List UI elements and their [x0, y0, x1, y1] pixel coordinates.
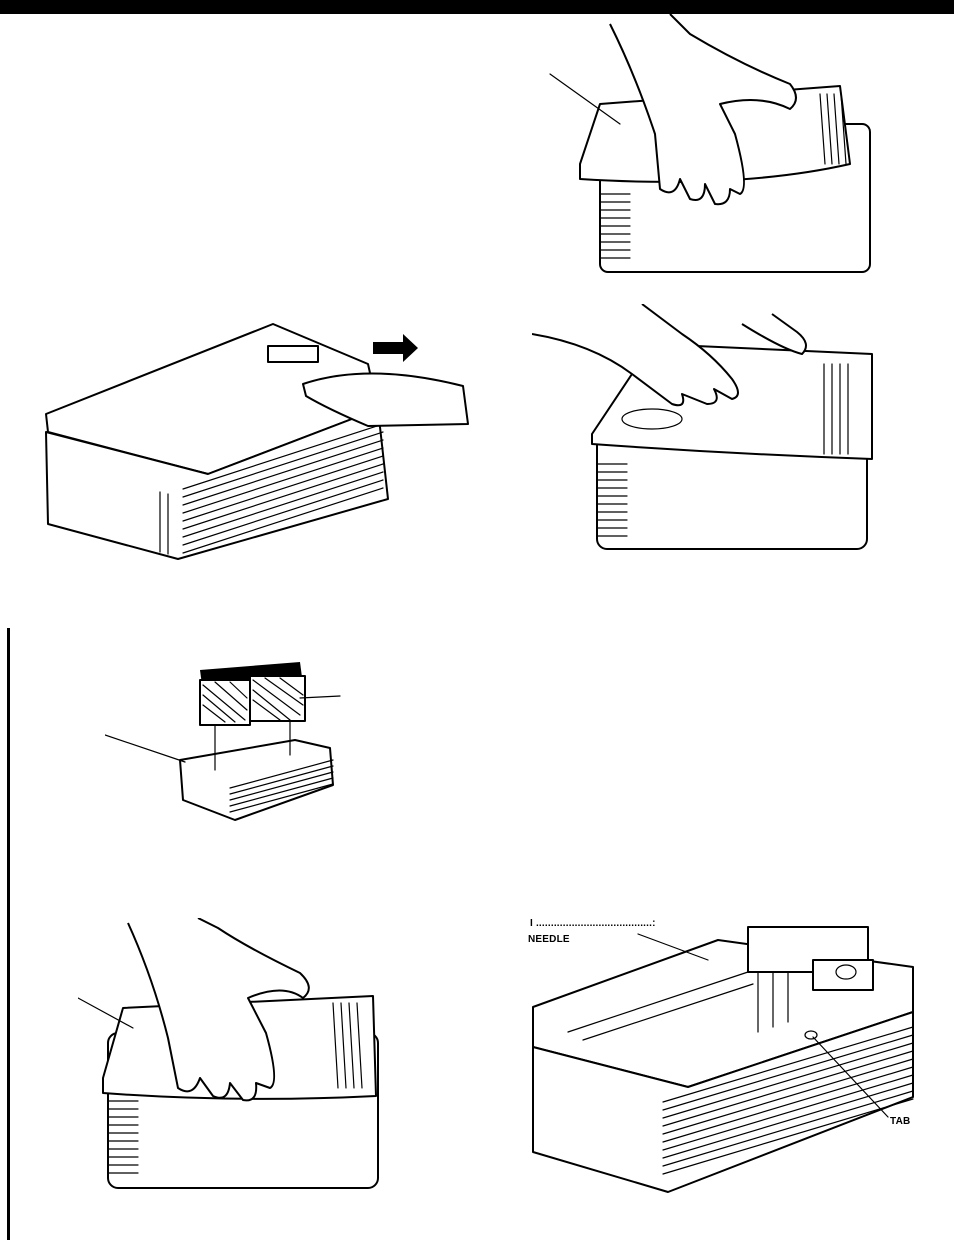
figure-lid-slide-left	[38, 314, 478, 564]
figure-lid-press-top-right	[540, 14, 880, 279]
figure-filter-cartridge	[105, 660, 350, 825]
top-rule	[0, 0, 954, 14]
figure-lid-press-right	[532, 304, 882, 554]
figure-lid-press-bottom-left	[78, 918, 383, 1193]
needle-label-fragment: I ......................................…	[530, 918, 656, 929]
tab-label: TAB	[890, 1116, 910, 1127]
needle-label: NEEDLE	[528, 934, 570, 945]
figure-open-base-needle-tab	[528, 912, 918, 1197]
left-margin-rule	[7, 628, 10, 1240]
